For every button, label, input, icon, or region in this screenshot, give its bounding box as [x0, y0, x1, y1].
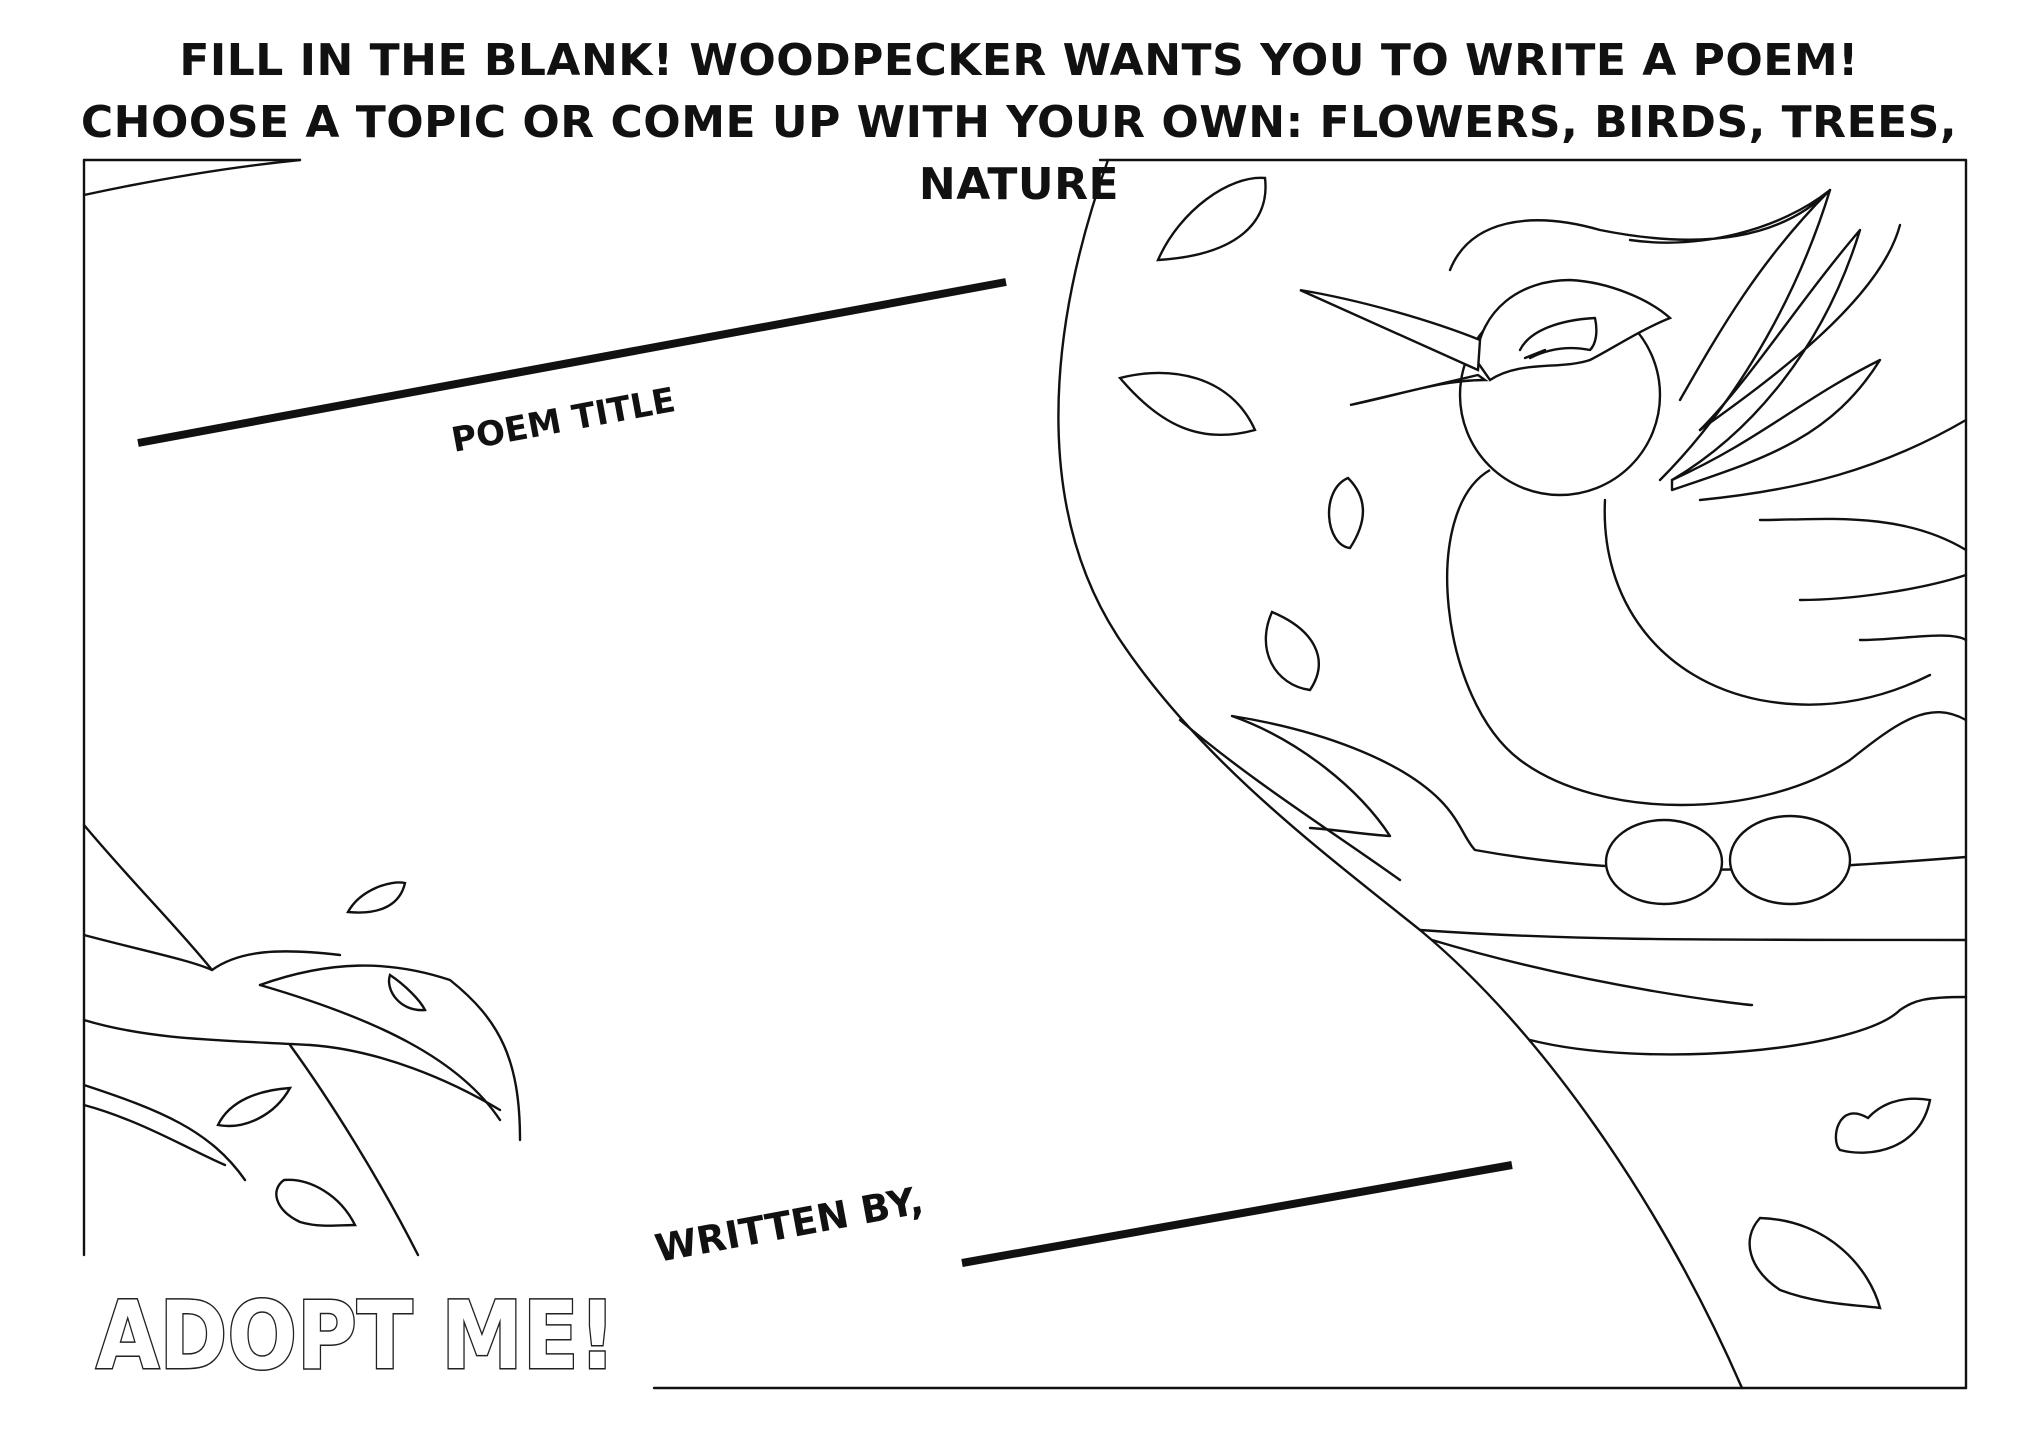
egg-right: [1728, 814, 1852, 906]
author-field[interactable]: WRITTEN BY,: [652, 1161, 1513, 1271]
egg-left: [1604, 818, 1724, 906]
leaves-right: [1117, 176, 1932, 1310]
header-line-1: FILL IN THE BLANK! WOODPECKER WANTS YOU …: [0, 30, 2038, 92]
written-by-label: WRITTEN BY,: [652, 1178, 927, 1271]
poem-title-field[interactable]: POEM TITLE: [137, 278, 1007, 461]
page-frame: [82, 158, 1968, 1390]
branch-bottom-left: [82, 823, 522, 1257]
adopt-me-logo: ADOPT ME!: [96, 1282, 616, 1391]
woodpecker-bird: [1299, 188, 1968, 807]
header-lead: FILL IN THE BLANK!: [179, 35, 674, 86]
corner-branch: [82, 158, 302, 197]
tree-trunk: [1057, 158, 1744, 1390]
poem-title-label: POEM TITLE: [448, 380, 678, 461]
author-line: [961, 1161, 1513, 1267]
header-instruction: WOODPECKER WANTS YOU TO WRITE A POEM!: [689, 35, 1859, 86]
poem-title-line: [137, 278, 1007, 447]
header-line-2: CHOOSE A TOPIC OR COME UP WITH YOUR OWN:…: [80, 97, 1958, 210]
activity-header: FILL IN THE BLANK! WOODPECKER WANTS YOU …: [0, 30, 2038, 216]
